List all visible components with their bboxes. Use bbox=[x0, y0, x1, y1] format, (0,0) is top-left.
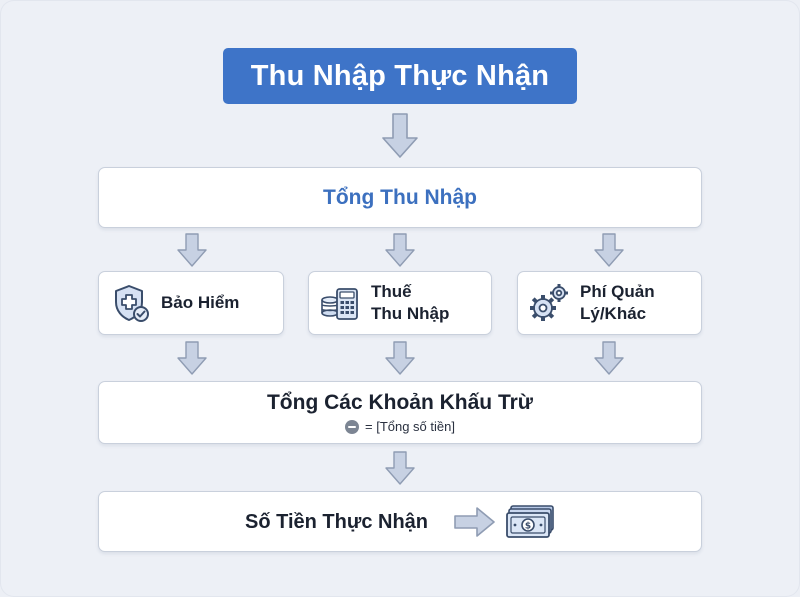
insurance-label: Bảo Hiểm bbox=[161, 293, 240, 312]
total-deductions-title: Tổng Các Khoản Khấu Trừ bbox=[266, 391, 534, 414]
insurance-box: Bảo Hiểm bbox=[98, 271, 284, 335]
down-arrow-icon bbox=[385, 233, 415, 267]
diagram-title: Thu Nhập Thực Nhận bbox=[223, 48, 577, 104]
down-arrow-icon bbox=[177, 233, 207, 267]
net-pay-label: Số Tiền Thực Nhận bbox=[245, 511, 429, 533]
income-tax-label: Thuế Thu Nhập bbox=[371, 282, 450, 323]
down-arrow-icon bbox=[594, 233, 624, 267]
gears-icon bbox=[530, 284, 568, 321]
down-arrow-icon bbox=[382, 113, 418, 158]
down-arrow-icon bbox=[594, 341, 624, 375]
down-arrow-icon bbox=[177, 341, 207, 375]
income-tax-box: Thuế Thu Nhập bbox=[308, 271, 492, 335]
right-arrow-icon bbox=[454, 507, 495, 537]
calculator-coins-icon bbox=[321, 288, 358, 320]
down-arrow-icon bbox=[385, 451, 415, 485]
other-fees-label: Phí Quản Lý/Khác bbox=[580, 282, 655, 323]
minus-circle-icon bbox=[345, 419, 359, 434]
gross-income-label: Tổng Thu Nhập bbox=[323, 185, 477, 209]
svg-text:$: $ bbox=[525, 522, 531, 532]
total-deductions-formula: = [Tổng số tiền] bbox=[345, 419, 455, 434]
money-banknote-icon: $ bbox=[506, 505, 554, 538]
down-arrow-icon bbox=[385, 341, 415, 375]
other-fees-box: Phí Quản Lý/Khác bbox=[517, 271, 702, 335]
shield-plus-icon bbox=[115, 285, 149, 322]
total-deductions-box: Tổng Các Khoản Khấu Trừ = [Tổng số tiền] bbox=[98, 381, 702, 444]
gross-income-box: Tổng Thu Nhập bbox=[98, 167, 702, 228]
net-pay-box: Số Tiền Thực Nhận $ bbox=[98, 491, 702, 552]
